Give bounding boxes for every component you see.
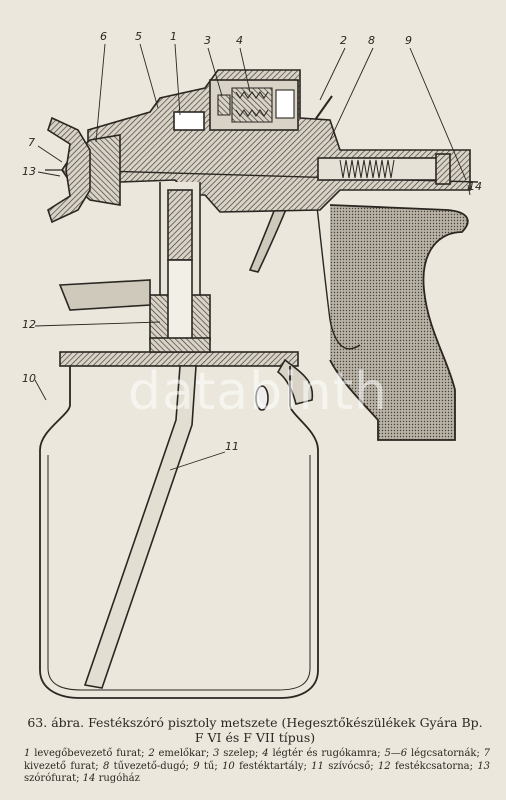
- suction-tube: [83, 365, 197, 689]
- legend-item: 7 kivezető furat;: [24, 748, 490, 772]
- figure-caption: 63. ábra. Festékszóró pisztoly metszete …: [20, 715, 490, 745]
- legend-number: 12: [377, 760, 395, 772]
- legend-text: szórófurat;: [24, 773, 83, 784]
- callout-12: 12: [22, 318, 36, 331]
- legend-item: 8 tűvezető-dugó;: [103, 761, 193, 772]
- air-cap: [47, 116, 91, 224]
- legend-text: rugóház: [98, 773, 140, 784]
- legend-number: 1: [24, 748, 35, 759]
- callout-1: 1: [170, 30, 177, 43]
- legend-text: tű;: [203, 760, 223, 772]
- callout-7: 7: [28, 136, 35, 149]
- callout-9: 9: [405, 34, 412, 47]
- legend-text: légcsatornák;: [410, 748, 484, 759]
- callout-4: 4: [236, 34, 243, 47]
- legend-number: 7: [483, 748, 491, 759]
- legend-item: 3 szelep;: [213, 748, 262, 759]
- legend-item: 13 szórófurat;: [24, 761, 490, 785]
- legend-number: 5—6: [384, 748, 411, 759]
- legend-number: 8: [102, 760, 114, 772]
- callout-5: 5: [135, 30, 142, 43]
- legend-item: 4 légtér és rugókamra;: [262, 748, 384, 759]
- legend-item: 11 szívócső;: [311, 761, 378, 772]
- figure-number: 63. ábra.: [27, 715, 85, 730]
- caption-title: Festékszóró pisztoly metszete (Hegesztők…: [88, 715, 483, 730]
- legend-number: 4: [262, 748, 273, 759]
- cup-lid: [59, 351, 299, 367]
- callout-3: 3: [204, 34, 211, 47]
- legend-number: 10: [222, 760, 240, 772]
- legend-text: légtér és rugókamra;: [272, 748, 385, 759]
- legend-item: 12 festékcsatorna;: [378, 761, 477, 772]
- legend-number: 13: [477, 760, 491, 772]
- legend-number: 3: [213, 748, 224, 759]
- figure-legend: 1 levegőbevezető furat; 2 emelőkar; 3 sz…: [24, 748, 490, 786]
- paint-cup: [39, 366, 319, 699]
- callout-10: 10: [22, 372, 36, 385]
- legend-item: 2 emelőkar;: [148, 748, 213, 759]
- legend-item: 9 tű;: [193, 761, 222, 772]
- callout-11: 11: [225, 440, 239, 453]
- legend-number: 2: [148, 748, 159, 759]
- legend-text: szelep;: [223, 748, 263, 759]
- callout-8: 8: [368, 34, 375, 47]
- legend-number: 9: [193, 760, 204, 772]
- caption-line-2: F VI és F VII típus): [194, 730, 316, 745]
- legend-text: kivezető furat;: [24, 760, 103, 772]
- callout-13: 13: [22, 165, 36, 178]
- legend-item: 10 festéktartály;: [222, 761, 311, 772]
- spray-gun-cross-section-diagram: 6 5 1 3 4 2 8 9 7 13 14 12 10 11: [22, 30, 482, 699]
- legend-text: levegőbevezető furat;: [34, 748, 149, 759]
- legend-text: tűvezető-dugó;: [113, 760, 194, 772]
- legend-number: 11: [311, 760, 329, 772]
- legend-number: 14: [82, 773, 99, 784]
- legend-text: festékcsatorna;: [394, 760, 478, 772]
- callout-2: 2: [340, 34, 347, 47]
- legend-text: szívócső;: [328, 760, 378, 772]
- legend-item: 1 levegőbevezető furat;: [24, 748, 148, 759]
- legend-text: festéktartály;: [239, 760, 312, 772]
- legend-item: 14 rugóház: [83, 773, 140, 784]
- caption-line-1: 63. ábra. Festékszóró pisztoly metszete …: [20, 715, 490, 730]
- legend-item: 5—6 légcsatornák;: [384, 748, 483, 759]
- callout-14: 14: [468, 180, 482, 193]
- handle-grip: [329, 204, 469, 441]
- legend-text: emelőkar;: [158, 748, 214, 759]
- callout-6: 6: [100, 30, 107, 43]
